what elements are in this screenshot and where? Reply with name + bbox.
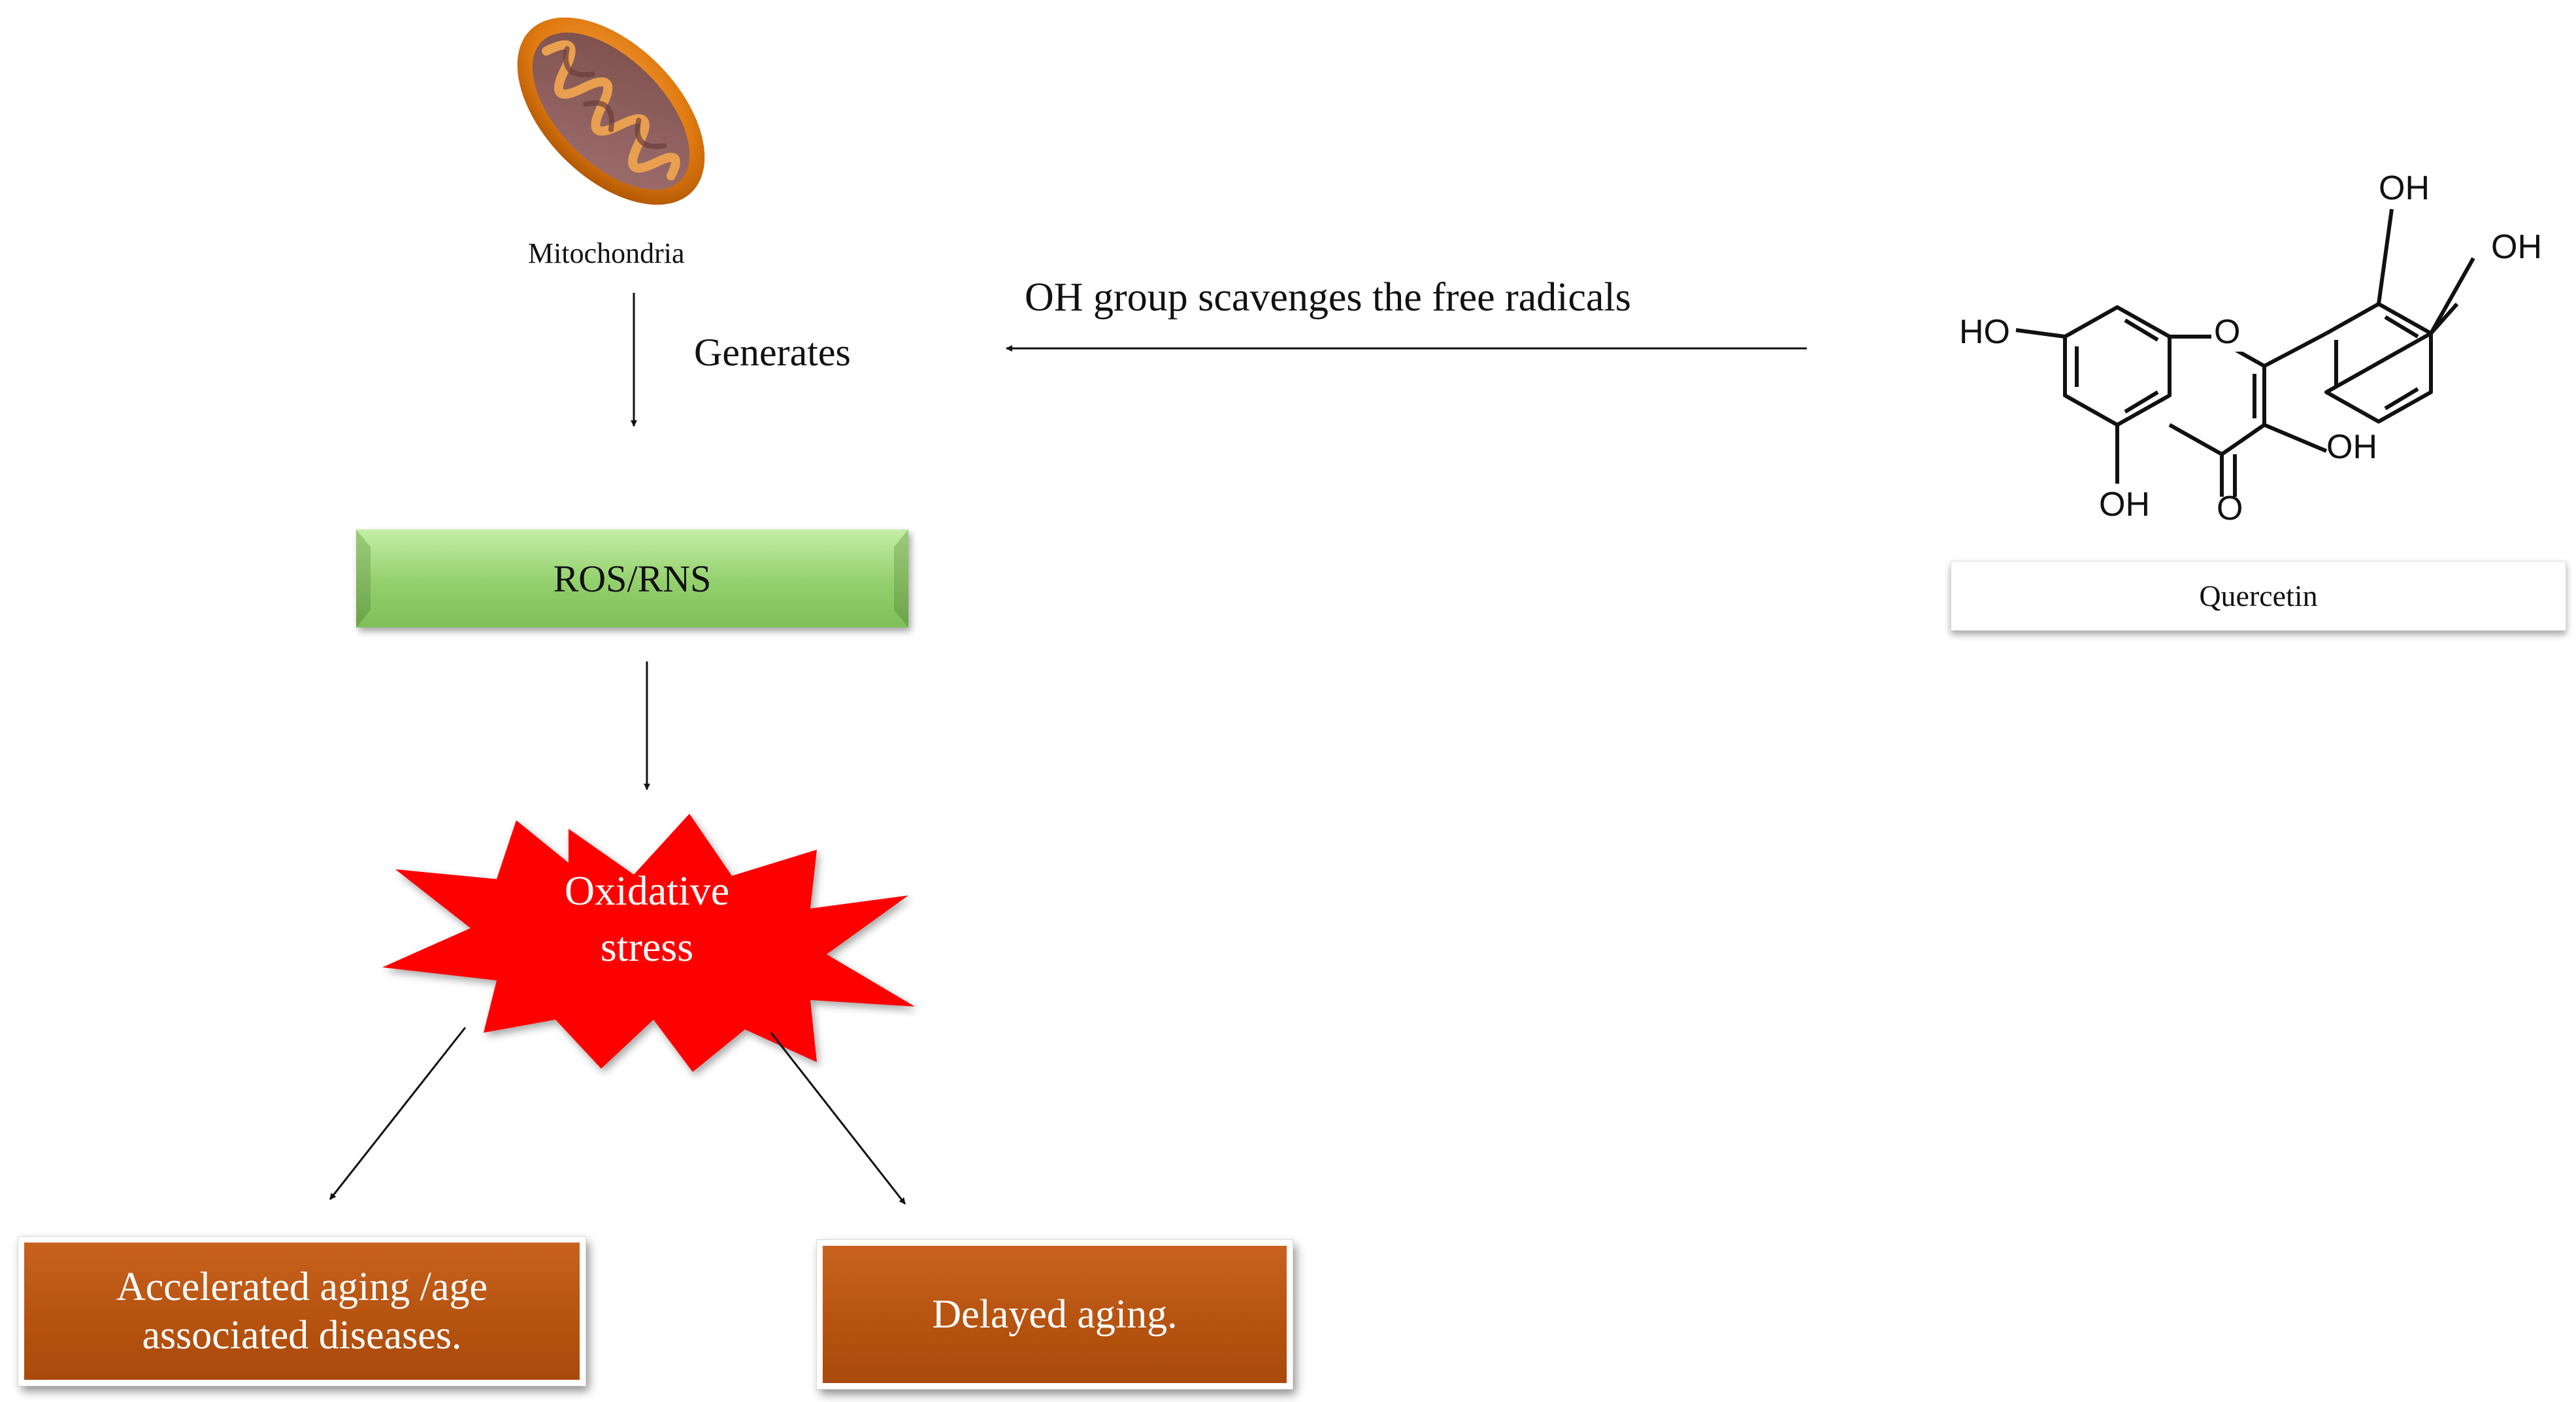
oh-mid-label: OH: [2326, 428, 2377, 466]
oh-bottom-label: OH: [2099, 486, 2150, 524]
mitochondria-icon: [517, 17, 705, 205]
o-keto-label: O: [2217, 490, 2243, 527]
arrow-to-accelerated: [329, 1027, 467, 1200]
accelerated-aging-line2: associated diseases.: [142, 1313, 462, 1358]
accelerated-aging-box: Accelerated aging /age associated diseas…: [18, 1236, 586, 1386]
scavenges-label: OH group scavenges the free radicals: [1025, 275, 1631, 320]
oh-right-label: OH: [2491, 228, 2542, 266]
oxidative-stress-line2: stress: [600, 924, 694, 971]
delayed-aging-box: Delayed aging.: [816, 1239, 1293, 1390]
accelerated-aging-line1: Accelerated aging /age: [116, 1264, 487, 1309]
ho-left-label: HO: [1959, 313, 2010, 351]
quercetin-structure-icon: [2015, 209, 2475, 497]
oxidative-stress-burst: [382, 814, 915, 1072]
oxidative-stress-label: Oxidative stress: [523, 863, 771, 976]
quercetin-label: Quercetin: [1951, 561, 2566, 631]
mitochondria-label: Mitochondria: [528, 237, 685, 269]
o-ring-label: O: [2211, 312, 2243, 352]
ros-rns-box: ROS/RNS: [356, 529, 908, 627]
generates-label: Generates: [694, 331, 851, 374]
oxidative-stress-line1: Oxidative: [564, 867, 730, 914]
oh-top-label: OH: [2379, 169, 2430, 207]
arrow-to-delayed: [770, 1032, 906, 1205]
